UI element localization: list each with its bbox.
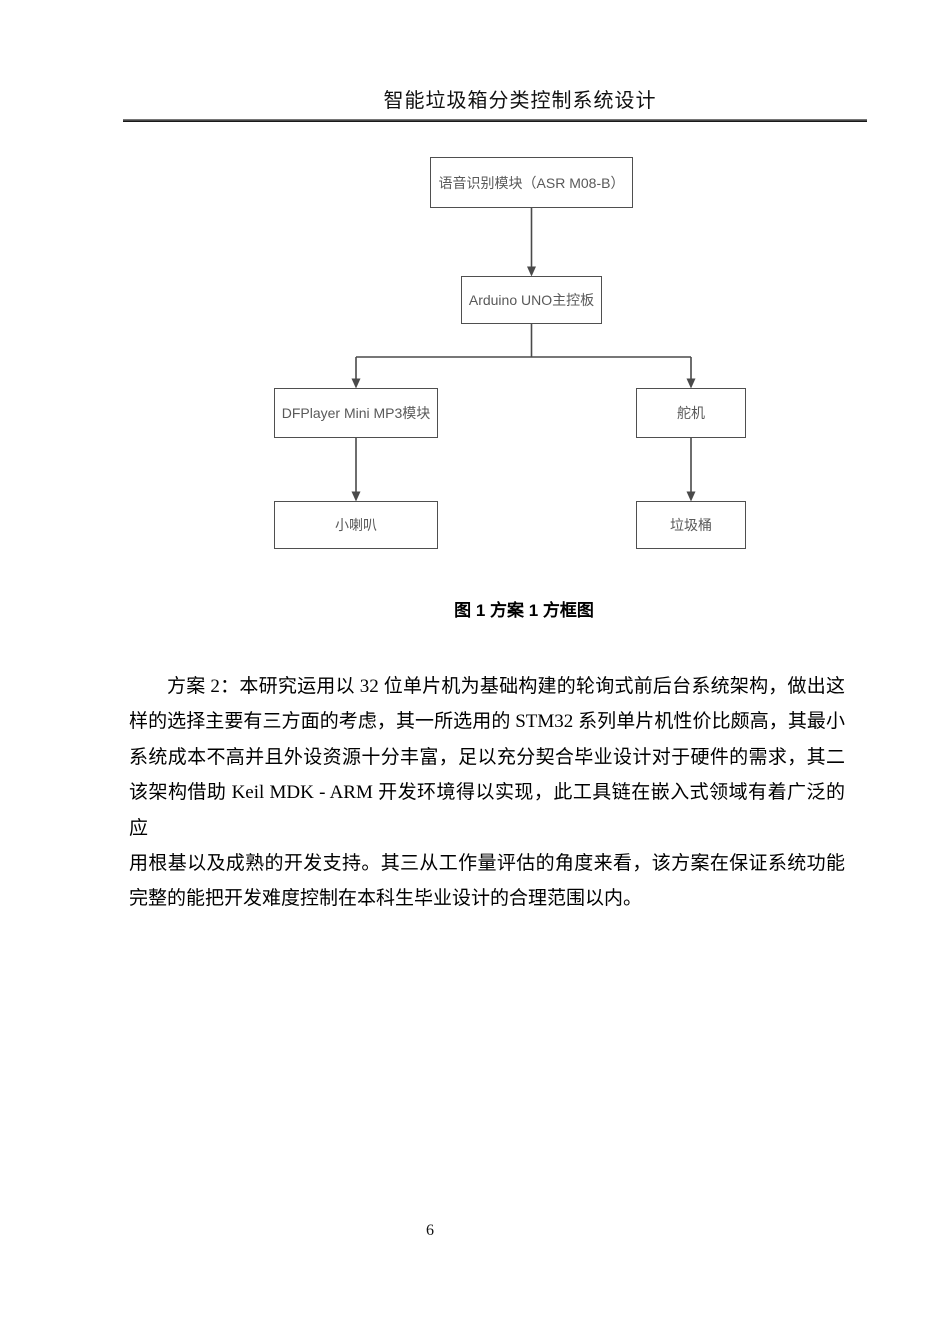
body-line: 方案 2：本研究运用以 32 位单片机为基础构建的轮询式前后台系统架构，做出这 (167, 676, 845, 697)
body-line: 用根基以及成熟的开发支持。其三从工作量评估的角度来看，该方案在保证系统功能 (129, 853, 845, 875)
scheme2-paragraph: 方案 2：本研究运用以 32 位单片机为基础构建的轮询式前后台系统架构，做出这 … (129, 669, 845, 917)
flowchart-connectors (351, 208, 696, 502)
header-divider (123, 119, 867, 122)
arrowhead-down-icon (686, 491, 696, 502)
page-number: 6 (426, 1222, 434, 1239)
body-line: 系统成本不高并且外设资源十分丰富，足以充分契合毕业设计对于硬件的需求，其二 (129, 746, 845, 768)
body-line: 样的选择主要有三方面的考虑，其一所选用的 STM32 系列单片机性价比颇高，其最… (129, 711, 845, 733)
flowchart-node-servo: 舵机 (636, 388, 746, 438)
flowchart-node-trash-bin: 垃圾桶 (636, 501, 746, 549)
scheme1-block-diagram: 语音识别模块（ASR M08-B） Arduino UNO主控板 DFPlaye… (0, 140, 950, 580)
arrowhead-down-icon (686, 378, 696, 389)
arrowhead-down-icon (527, 266, 536, 277)
arrowhead-down-icon (351, 378, 361, 389)
flowchart-node-voice-recognition-module: 语音识别模块（ASR M08-B） (430, 157, 633, 208)
body-line: 该架构借助 Keil MDK - ARM 开发环境得以实现，此工具链在嵌入式领域… (129, 782, 845, 839)
flowchart-node-speaker: 小喇叭 (274, 501, 438, 549)
figure-caption: 图 1 方案 1 方框图 (454, 601, 594, 620)
page-header-title: 智能垃圾箱分类控制系统设计 (383, 90, 657, 112)
flowchart-node-dfplayer-mp3-module: DFPlayer Mini MP3模块 (274, 388, 438, 438)
arrowhead-down-icon (351, 491, 361, 502)
body-line: 完整的能把开发难度控制在本科生毕业设计的合理范围以内。 (129, 888, 643, 910)
flowchart-node-arduino-uno-board: Arduino UNO主控板 (461, 276, 602, 324)
